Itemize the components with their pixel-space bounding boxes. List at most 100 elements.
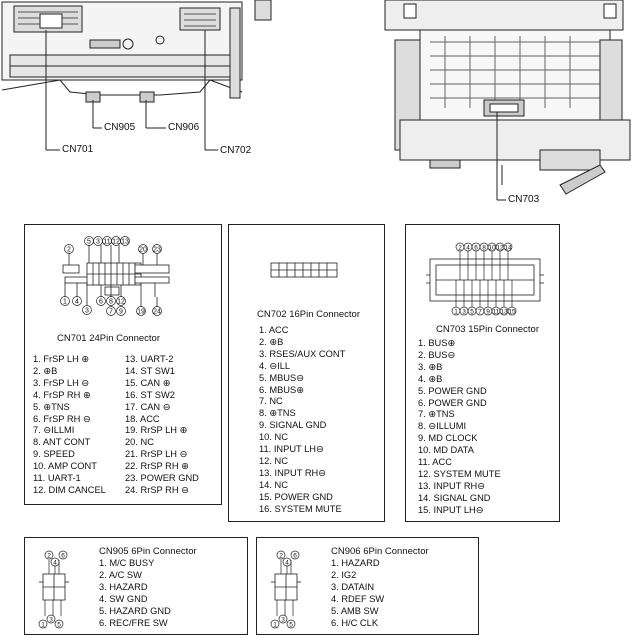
pin-item: 6. MBUS⊕ xyxy=(259,384,304,395)
pin-item: 4. ⊖ILL xyxy=(259,360,291,371)
pin-item: 2. ⊕B xyxy=(259,336,284,347)
pin-item: 4. ⊕B xyxy=(418,373,443,384)
unit-illustration xyxy=(1,0,631,201)
pin-item: 3. RSES/AUX CONT xyxy=(259,348,346,359)
cn703-pin-num: 8 xyxy=(482,245,486,252)
cn701-panel: 2 5 3 11 12 13 20 23 1 4 3 6 8 12 7 9 19… xyxy=(24,224,222,505)
pin-item: 15. CAN ⊕ xyxy=(125,377,171,388)
cn702-title: CN702 16Pin Connector xyxy=(257,309,360,320)
pin-item: 5. MBUS⊖ xyxy=(259,372,304,383)
cn701-pin-num: 11 xyxy=(103,239,110,246)
pin-item: 5. POWER GND xyxy=(418,385,487,396)
pin-item: 1. BUS⊕ xyxy=(418,338,456,348)
cn701-pin-num: 23 xyxy=(153,247,161,254)
cn905-bottom-pin-numbers: 1 3 5 xyxy=(38,614,64,629)
cn703-pin-num: 3 xyxy=(462,309,466,316)
pin-item: 7. NC xyxy=(259,396,283,407)
pin-item: 5. ⊕TNS xyxy=(33,401,70,412)
cn703-pin-list: 1. BUS⊕ 2. BUS⊖ 3. ⊕B 4. ⊕B 5. POWER GND… xyxy=(418,338,501,517)
cn701-pin-num: 19 xyxy=(137,309,145,316)
cn701-pin-num: 7 xyxy=(109,309,113,316)
callout-cn703: CN703 xyxy=(508,194,540,205)
pin-item: 3. ⊕B xyxy=(418,361,443,372)
pin-item: 16. SYSTEM MUTE xyxy=(259,503,342,514)
cn703-pin-num: 4 xyxy=(466,245,470,252)
cn701-pin-num: 24 xyxy=(153,309,161,316)
pin-item: 1. M/C BUSY xyxy=(99,558,155,568)
cn906-pin-num: 6 xyxy=(293,553,297,560)
pin-item: 3. FrSP LH ⊖ xyxy=(33,377,90,388)
pin-item: 3. HAZARD xyxy=(99,581,148,592)
pin-item: 6. FrSP RH ⊖ xyxy=(33,413,91,424)
cn905-pin-num: 3 xyxy=(49,617,53,624)
pin-item: 8. ANT CONT xyxy=(33,437,91,448)
pin-item: 9. SIGNAL GND xyxy=(259,420,327,431)
pin-item: 3. DATAIN xyxy=(331,581,375,592)
cn701-pin-num: 12 xyxy=(117,299,125,306)
cn703-pin-num: 2 xyxy=(458,245,462,252)
callout-cn702: CN702 xyxy=(220,145,252,156)
pin-item: 12. SYSTEM MUTE xyxy=(418,468,501,479)
cn703-pin-num: 12 xyxy=(496,245,504,252)
pin-item: 10. AMP CONT xyxy=(33,461,97,472)
pin-item: 1. HAZARD xyxy=(331,558,380,568)
cn703-pin-num: 5 xyxy=(470,309,474,316)
cn703-bottom-pin-numbers: 1 3 5 7 9 11 13 15 xyxy=(451,306,517,316)
pin-item: 11. UART-1 xyxy=(33,473,81,484)
left-unit-drawing xyxy=(1,0,272,103)
pin-item: 21. RrSP LH ⊖ xyxy=(125,449,188,460)
pin-item: 10. NC xyxy=(259,432,288,443)
cn703-pin-num: 11 xyxy=(493,309,500,316)
cn703-panel: 2 4 6 8 10 12 14 1 3 5 7 9 11 13 15 CN70… xyxy=(405,224,560,522)
cn905-pin-num: 4 xyxy=(53,560,57,567)
cn906-pin-num: 5 xyxy=(289,622,293,629)
pin-item: 18. ACC xyxy=(125,413,160,424)
leader-lines-left xyxy=(45,30,218,151)
pin-item: 6. REC/FRE SW xyxy=(99,617,168,628)
pin-item: 8. ⊖ILLUMI xyxy=(418,421,467,432)
pin-item: 10. MD DATA xyxy=(418,445,474,456)
callout-cn701: CN701 xyxy=(62,144,94,155)
pin-item: 11. INPUT LH⊖ xyxy=(259,444,324,455)
pin-item: 2. IG2 xyxy=(331,569,357,580)
pin-item: 16. ST SW2 xyxy=(125,389,175,400)
pin-item: 6. H/C CLK xyxy=(331,617,379,628)
pin-item: 13. INPUT RH⊖ xyxy=(418,480,486,491)
pin-item: 4. RDEF SW xyxy=(331,593,385,604)
callout-cn905: CN905 xyxy=(104,122,136,133)
cn701-top-pin-numbers: 2 5 3 11 12 13 20 23 xyxy=(64,236,162,254)
cn906-top-pin-numbers: 2 6 4 xyxy=(276,550,300,567)
cn703-pin-num: 9 xyxy=(486,309,490,316)
cn906-pin-num: 4 xyxy=(285,560,289,567)
cn703-pin-num: 6 xyxy=(474,245,478,252)
leader-lines-right xyxy=(496,112,506,201)
pin-item: 15. INPUT LH⊖ xyxy=(418,504,484,515)
pin-item: 2. BUS⊖ xyxy=(418,349,456,360)
cn703-pin-num: 7 xyxy=(478,309,482,316)
cn703-pin-num: 14 xyxy=(504,245,512,252)
pin-item: 13. INPUT RH⊖ xyxy=(259,467,327,478)
pin-item: 15. POWER GND xyxy=(259,491,333,502)
pin-item: 11. ACC xyxy=(418,457,452,468)
cn701-title: CN701 24Pin Connector xyxy=(57,333,160,344)
cn703-pin-num: 10 xyxy=(488,245,496,252)
pin-item: 8. ⊕TNS xyxy=(259,408,296,419)
pin-item: 17. CAN ⊖ xyxy=(125,401,171,412)
cn905-connector-diagram: 2 6 4 1 3 5 xyxy=(38,550,69,629)
pin-item: 22. RrSP RH ⊕ xyxy=(125,461,189,472)
pin-item: 9. MD CLOCK xyxy=(418,433,478,444)
cn906-title: CN906 6Pin Connector xyxy=(331,546,429,557)
cn701-bottom-pin-numbers: 1 4 3 6 8 12 7 9 19 24 xyxy=(60,296,162,316)
cn701-pin-num: 6 xyxy=(99,299,103,306)
pin-item: 7. ⊕TNS xyxy=(418,409,455,420)
cn701-pin-num: 2 xyxy=(67,247,71,254)
cn906-pin-list: 1. HAZARD 2. IG2 3. DATAIN 4. RDEF SW 5.… xyxy=(331,558,384,629)
pin-item: 24. RrSP RH ⊖ xyxy=(125,484,189,495)
cn701-pin-num: 20 xyxy=(139,247,147,254)
cn703-title: CN703 15Pin Connector xyxy=(436,324,539,335)
cn701-pin-list-right: 13. UART-2 14. ST SW1 15. CAN ⊕ 16. ST S… xyxy=(125,354,199,497)
pin-item: 1. FrSP LH ⊕ xyxy=(33,354,90,364)
cn703-connector-diagram: 2 4 6 8 10 12 14 1 3 5 7 9 11 13 15 xyxy=(426,242,544,316)
cn906-connector-diagram: 2 6 4 1 3 5 xyxy=(270,550,301,629)
cn701-pin-num: 1 xyxy=(63,299,67,306)
